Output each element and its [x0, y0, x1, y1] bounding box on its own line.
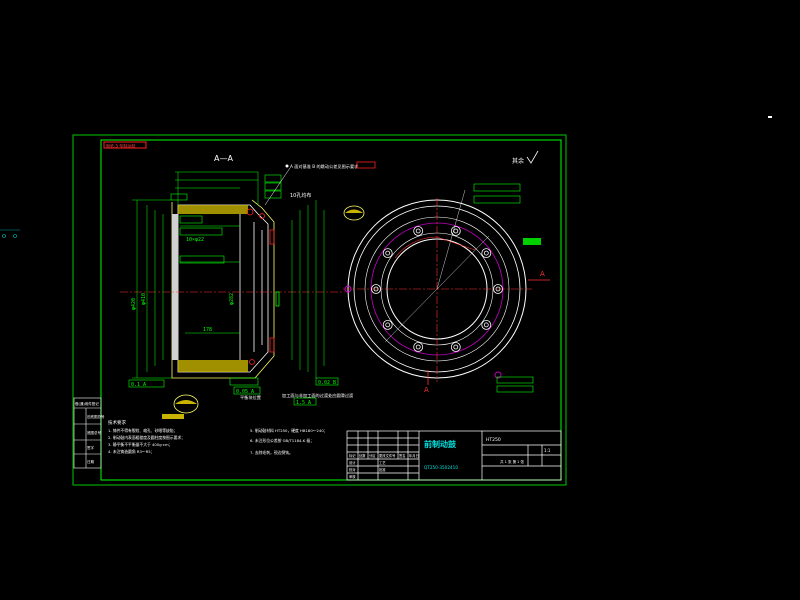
- dim-1: φ420: [131, 298, 137, 310]
- plan-tolerance-frames: [473, 183, 534, 393]
- balance-symbol-top: [343, 205, 365, 221]
- bolt-holes: [371, 226, 503, 352]
- tol-1: 0.1 A: [131, 382, 146, 388]
- roughness-note: 其余: [512, 157, 524, 165]
- stray-mark-4: [768, 116, 772, 118]
- stamp-box: [103, 141, 147, 149]
- stray-mark-1: [2, 234, 6, 238]
- tech-req-1: 1. 铸件不得有裂纹、缩孔、砂眼等缺陷；: [108, 428, 177, 433]
- mark-left: [344, 285, 352, 293]
- signature-4: 工艺: [379, 460, 386, 465]
- signature-1: 设计: [349, 460, 356, 465]
- revision-col-6: 年月日: [409, 453, 419, 458]
- drawing-number: QT250-3502410: [424, 465, 458, 470]
- dim-3: φ282: [229, 293, 235, 305]
- top-note: A 面对基准 B 的跳动公差见图示要求: [290, 163, 359, 170]
- left-table-row-3: 签字: [87, 445, 94, 450]
- bottom-note: 加工面与非加工面的过渡处应圆滑过渡: [282, 392, 354, 399]
- tech-req-7: 7. 去除毛刺，锐边倒钝。: [250, 450, 293, 455]
- tolerance-frames: [128, 174, 339, 406]
- material: HT250: [486, 437, 501, 443]
- left-table-row-4: 日期: [87, 459, 94, 464]
- tech-req-5: 5. 制动鼓材料 HT250，硬度 HB180～240；: [250, 428, 328, 433]
- inner-frame: [100, 139, 562, 481]
- tech-req-2: 2. 制动鼓内表面粗糙度及圆柱度按图示要求；: [108, 435, 185, 440]
- left-table-row-1: 旧底图总号: [87, 414, 105, 419]
- signature-2: 校对: [349, 467, 356, 472]
- view-a-bottom: A: [424, 386, 429, 394]
- left-table-row-2: 底图总号: [87, 430, 101, 435]
- plan-view: [343, 189, 532, 382]
- tech-req-4: 4. 未注铸造圆角 R3～R5；: [108, 449, 155, 454]
- top-note-leader: [264, 167, 291, 206]
- dimension-lines: [132, 171, 325, 379]
- dim-4: 178: [203, 327, 212, 333]
- tol-4: 1.5 A: [296, 400, 311, 406]
- top-note-red-box: [356, 161, 376, 169]
- tol-2: 0.05 A: [236, 389, 254, 395]
- revision-col-4: 更改文件号: [379, 453, 396, 458]
- dim-2: φ410: [141, 293, 147, 305]
- scale: 1:1: [544, 448, 551, 453]
- balance-note: 平衡块位置: [240, 394, 261, 401]
- section-view: [120, 199, 345, 379]
- hole-note: 10孔均布: [290, 192, 311, 199]
- roughness-symbol: [526, 150, 539, 164]
- balance-label-bg: [162, 414, 184, 419]
- stamp-text: 图纸-5 型制动鼓: [106, 143, 135, 149]
- revision-col-2: 处数: [359, 453, 366, 458]
- tech-req-3: 3. 静平衡不平衡量不大于 400g·cm；: [108, 442, 172, 447]
- sheet-count: 共 1 张 第 1 张: [500, 459, 525, 464]
- balance-symbol-bottom: [173, 394, 199, 414]
- left-table-title: 借(通)用件登记: [75, 401, 99, 406]
- revision-col-3: 分区: [369, 453, 376, 458]
- balance-weight-bottom: [175, 400, 197, 404]
- balance-weight-top: [345, 209, 363, 213]
- top-note-bullet: [285, 164, 289, 168]
- outer-frame: [72, 134, 567, 486]
- signature-5: 批准: [379, 467, 386, 472]
- title-block: [346, 430, 562, 481]
- dim-5: 10×φ22: [186, 237, 204, 243]
- signature-3: 审核: [349, 474, 356, 479]
- stray-mark-2: [13, 234, 17, 238]
- view-a-right: A: [540, 270, 545, 278]
- left-register-table: [73, 397, 102, 469]
- section-label: A—A: [214, 154, 233, 163]
- revision-col-1: 标记: [349, 453, 356, 458]
- tol-3: 0.02 B: [318, 380, 336, 386]
- mark-bottom: [494, 371, 502, 379]
- tech-req-6: 6. 未注形位公差按 GB/T1184-K 级；: [250, 438, 314, 443]
- tech-req-title: 技术要求: [108, 419, 126, 426]
- part-name: 前制动鼓: [424, 439, 457, 449]
- revision-col-5: 签名: [399, 453, 406, 458]
- green-block: [523, 238, 541, 245]
